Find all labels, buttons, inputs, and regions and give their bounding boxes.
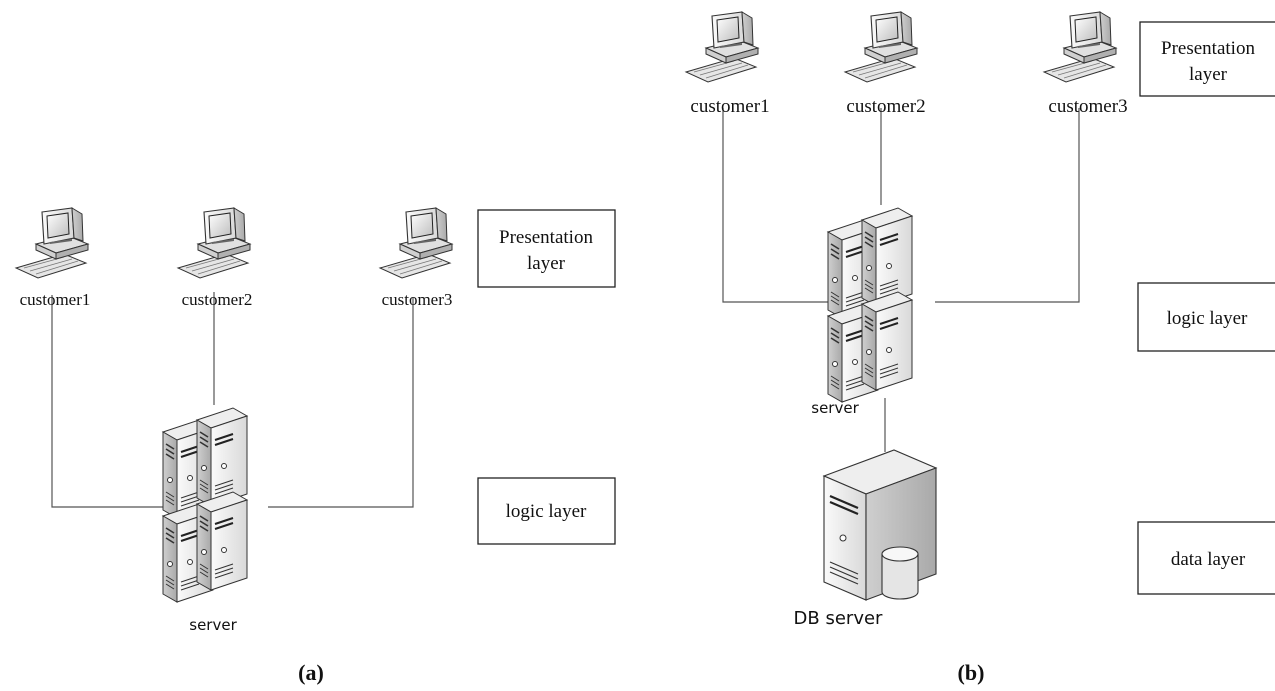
label-b-presentation: Presentation [1161, 38, 1255, 59]
computer-icon [379, 207, 453, 279]
connector-a-customer3 [268, 297, 414, 508]
diagram-a: customer1 customer2 customer3 server Pre… [15, 207, 616, 685]
diagram-b: customer1 customer2 customer3 server DB … [685, 11, 1275, 685]
label-b-customer3: customer3 [1048, 96, 1127, 117]
box-b-presentation-layer [1139, 21, 1275, 97]
server-icon [163, 408, 247, 602]
computer-icon [844, 11, 918, 83]
label-b-customer1: customer1 [690, 96, 769, 117]
label-a-presentation: Presentation [499, 227, 593, 248]
computer-icon [1043, 11, 1117, 83]
connector-b-customer3 [935, 108, 1080, 303]
connector-b-customer1 [722, 108, 828, 303]
box-b-data-layer [1137, 521, 1275, 595]
box-b-logic-layer [1137, 282, 1275, 352]
label-b-presentation-layer: layer [1189, 64, 1228, 85]
label-a-presentation-layer: layer [527, 253, 566, 274]
label-a-server: server [189, 616, 237, 634]
label-b-logic-layer: logic layer [1167, 308, 1248, 329]
box-a-logic-layer [477, 477, 616, 545]
label-b-data-layer: data layer [1171, 549, 1246, 570]
label-a-customer1: customer1 [20, 290, 91, 309]
label-a-logic-layer: logic layer [506, 501, 587, 522]
server-icon [828, 208, 912, 402]
caption-b: (b) [958, 660, 985, 685]
label-a-customer2: customer2 [182, 290, 253, 309]
computer-icon [685, 11, 759, 83]
database-server-icon [822, 448, 938, 602]
label-b-db-server: DB server [794, 608, 884, 629]
label-b-customer2: customer2 [846, 96, 925, 117]
connector-a-customer1 [51, 295, 170, 508]
label-a-customer3: customer3 [382, 290, 453, 309]
caption-a: (a) [298, 660, 324, 685]
computer-icon [177, 207, 251, 279]
box-a-presentation-layer [477, 209, 616, 288]
label-b-server: server [811, 399, 859, 417]
computer-icon [15, 207, 89, 279]
